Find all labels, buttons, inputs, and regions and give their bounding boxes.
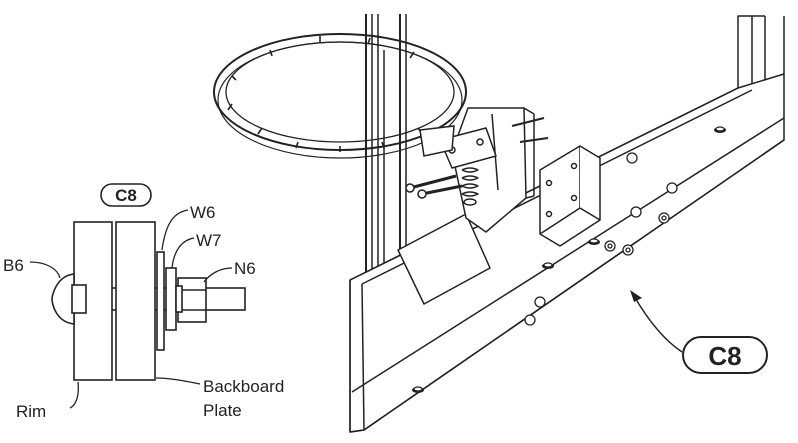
hardware-detail: C8 B6 W6 W7 N6 Rim Backboard Plate xyxy=(3,183,284,421)
bolt-head-b6 xyxy=(51,273,75,325)
backboard-plate xyxy=(115,221,156,381)
callout-badge-text: C8 xyxy=(708,341,741,371)
callout-arrow xyxy=(633,295,683,353)
backboard-assembly xyxy=(349,14,785,433)
backboard-panel xyxy=(397,213,491,305)
callout-c8: C8 xyxy=(630,290,768,374)
rim-spring xyxy=(461,167,479,197)
label-b6: B6 xyxy=(3,256,24,275)
label-plate: Plate xyxy=(203,401,242,420)
detail-badge-text: C8 xyxy=(115,186,137,205)
callout-badge-frame xyxy=(682,336,768,374)
label-rim: Rim xyxy=(16,402,46,421)
label-backboard: Backboard xyxy=(203,377,284,396)
label-w6: W6 xyxy=(190,203,216,222)
basketball-rim xyxy=(213,33,467,159)
hardware-nuts xyxy=(524,152,678,326)
washer-w7 xyxy=(165,267,177,331)
label-n6: N6 xyxy=(234,259,256,278)
label-w7: W7 xyxy=(196,231,222,250)
washer-w6 xyxy=(156,251,165,351)
detail-badge-frame xyxy=(100,183,152,207)
